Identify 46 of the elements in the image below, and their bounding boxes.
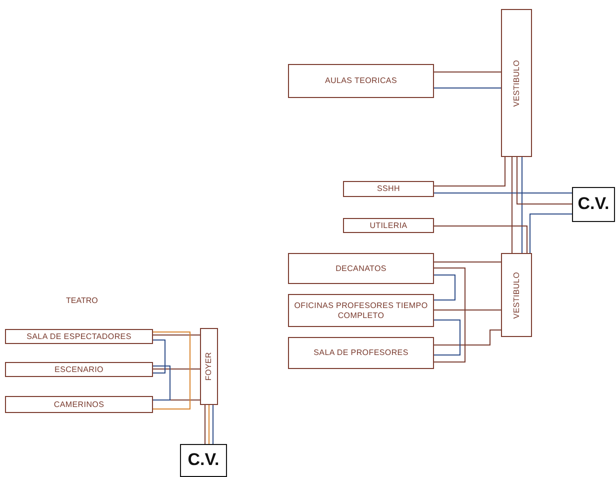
space-box (501, 253, 532, 337)
space-label: DECANATOS (336, 264, 386, 274)
connector-line (204, 404, 206, 444)
space-box (501, 9, 532, 157)
space-box (288, 337, 434, 369)
cv-box (572, 187, 615, 222)
space-label: SSHH (376, 184, 400, 194)
space-box (343, 181, 434, 197)
space-box (5, 362, 153, 377)
space-label: ESCENARIO (54, 364, 104, 374)
space-label: VESTIBULO (512, 60, 522, 106)
connector-line (152, 366, 170, 400)
space-box (343, 218, 434, 233)
space-label: C.V. (188, 450, 220, 471)
connector-line (434, 268, 466, 362)
connector-line (434, 226, 528, 254)
connector-line (434, 192, 572, 194)
space-box (288, 294, 434, 327)
connector-line (212, 404, 214, 444)
space-box (5, 329, 153, 344)
connector-line (434, 330, 502, 346)
space-label: FOYER (204, 352, 214, 381)
connector-line (434, 320, 460, 356)
connector-line (208, 404, 210, 444)
connector-line (152, 334, 200, 336)
connector-line (152, 340, 166, 374)
connector-line (434, 156, 506, 186)
space-box (288, 253, 434, 284)
space-label: VESTIBULO (512, 272, 522, 318)
space-label: SALA DE ESPECTADORES (26, 332, 132, 342)
space-label: UTILERIA (370, 220, 408, 230)
space-label: SALA DE PROFESORES (314, 348, 408, 358)
connector-line (516, 156, 572, 204)
cv-box (180, 444, 227, 477)
space-box (5, 396, 153, 413)
group-heading: TEATRO (66, 296, 98, 305)
connector-line (152, 332, 190, 410)
connector-line (530, 214, 572, 254)
connector-line (434, 274, 456, 300)
connector-line (152, 368, 200, 370)
space-box (200, 328, 218, 405)
space-label: C.V. (578, 194, 610, 215)
space-label: OFICINAS PROFESORES TIEMPO COMPLETO (293, 300, 429, 320)
space-box (288, 64, 434, 98)
space-label: CAMERINOS (54, 400, 104, 410)
space-label: AULAS TEORICAS (324, 76, 397, 86)
